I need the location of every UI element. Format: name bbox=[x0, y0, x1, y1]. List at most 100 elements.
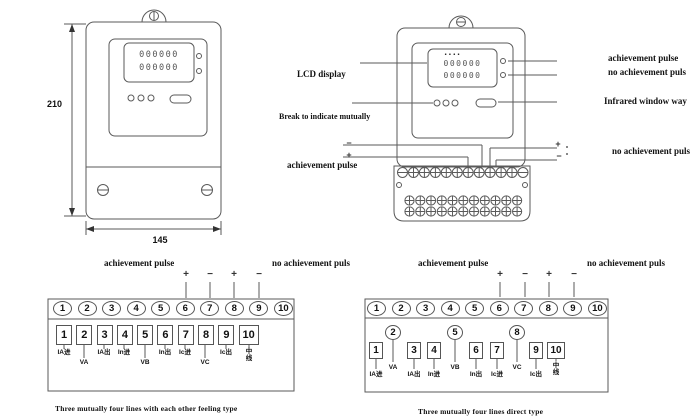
lcd-dots: •••• bbox=[444, 52, 462, 58]
label-achievement-pulse: achievement pulse bbox=[104, 258, 175, 268]
pin-number: 3 bbox=[96, 325, 113, 345]
pin-label: In进 bbox=[117, 349, 131, 356]
pin-number: 8 bbox=[198, 325, 215, 345]
plus-mark: + bbox=[546, 269, 552, 280]
terminal-number: 9 bbox=[249, 301, 269, 316]
terminal-number: 2 bbox=[391, 301, 411, 316]
front-panel bbox=[109, 39, 207, 136]
minus-mark: − bbox=[571, 269, 577, 280]
pin-circle-5: 5 bbox=[447, 325, 463, 340]
terminal-number: 1 bbox=[367, 301, 386, 316]
pin-label: Ic进 bbox=[179, 349, 191, 356]
label-achievement-pulse-led: achievement pulse bbox=[608, 53, 679, 63]
pin-label: VB bbox=[450, 364, 460, 371]
button-icons bbox=[434, 100, 458, 106]
cover-screw-icons bbox=[98, 185, 213, 196]
terminal-number: 7 bbox=[200, 301, 220, 316]
pin-square-9: 9 bbox=[529, 342, 543, 359]
label-break-indicate: Break to indicate mutually bbox=[279, 112, 371, 121]
terminal-number: 8 bbox=[538, 301, 558, 316]
label-no-achievement: no achievement puls bbox=[587, 258, 666, 268]
wire-plus-mark: + bbox=[555, 139, 561, 149]
pin-square-6: 6 bbox=[469, 342, 483, 359]
front-panel bbox=[412, 43, 513, 138]
infrared-window-icon bbox=[476, 99, 496, 107]
wire-plus-mark: + bbox=[346, 150, 352, 160]
pin-number: 9 bbox=[218, 325, 235, 345]
terminal-number: 1 bbox=[53, 301, 72, 316]
terminal-number: 10 bbox=[587, 301, 607, 316]
terminal-number: 10 bbox=[273, 301, 293, 316]
pulse-led-icons bbox=[197, 54, 202, 74]
pin-label: In进 bbox=[427, 371, 441, 378]
label-achievement-pulse: achievement pulse bbox=[418, 258, 489, 268]
terminal-number: 4 bbox=[126, 301, 146, 316]
wire-minus-mark: − bbox=[346, 138, 352, 148]
label-infrared-window: Infrared window way bbox=[604, 96, 687, 106]
terminal-number: 6 bbox=[175, 301, 195, 316]
pin-square-1: 1 bbox=[369, 342, 383, 359]
pin-label: Ic出 bbox=[220, 349, 232, 356]
wiring-box-right bbox=[365, 282, 608, 392]
button-icons bbox=[128, 95, 154, 101]
pin-connectors bbox=[64, 345, 249, 358]
pin-label: Ic出 bbox=[530, 371, 542, 378]
pin-number: 1 bbox=[56, 325, 72, 345]
terminal-number: 5 bbox=[465, 301, 485, 316]
width-dimension-label: 145 bbox=[152, 235, 168, 245]
wire-minus-mark: − bbox=[556, 151, 562, 161]
label-lcd-display: LCD display bbox=[297, 69, 346, 79]
pin-number: 5 bbox=[137, 325, 154, 345]
plus-mark: + bbox=[183, 269, 189, 280]
pin-circle-8: 8 bbox=[509, 325, 525, 340]
plus-mark: + bbox=[497, 269, 503, 280]
terminal-screw-rows bbox=[404, 195, 523, 217]
pin-label: VA bbox=[388, 364, 398, 371]
terminal-number: 2 bbox=[77, 301, 97, 316]
minus-mark: − bbox=[207, 269, 213, 280]
pulse-led-icons bbox=[501, 59, 506, 78]
terminal-number: 9 bbox=[563, 301, 583, 316]
dimension-lines bbox=[64, 24, 221, 235]
terminal-number: 3 bbox=[102, 301, 122, 316]
lcd-row: 000000 bbox=[443, 59, 482, 68]
meter-body bbox=[397, 28, 525, 167]
label-achievement-pulse: achievement pulse bbox=[287, 160, 358, 170]
lcd-row: 000000 bbox=[443, 71, 482, 80]
label-no-achievement-led: no achievement puls bbox=[608, 67, 687, 77]
minus-mark: − bbox=[256, 269, 262, 280]
pin-connectors bbox=[376, 340, 556, 369]
pin-label: VC bbox=[512, 364, 522, 371]
pin-label: VC bbox=[200, 359, 210, 366]
pin-label: VA bbox=[79, 359, 89, 366]
pin-label-neutral: 中 线 bbox=[245, 348, 253, 362]
height-dimension-label: 210 bbox=[46, 99, 62, 109]
terminal-number: 7 bbox=[514, 301, 534, 316]
label-no-achievement: no achievement puls bbox=[272, 258, 351, 268]
pin-number: 2 bbox=[76, 325, 93, 345]
pin-label: In出 bbox=[158, 349, 172, 356]
minus-mark: − bbox=[522, 269, 528, 280]
plus-mark: + bbox=[231, 269, 237, 280]
pin-label: In出 bbox=[469, 371, 483, 378]
pin-label: IA进 bbox=[369, 371, 383, 378]
label-no-achievement-bottom: no achievement puls bbox=[612, 146, 691, 156]
pin-label-neutral: 中 线 bbox=[552, 362, 560, 376]
terminal-number: 8 bbox=[224, 301, 244, 316]
infrared-window-icon bbox=[170, 95, 191, 103]
pin-number: 4 bbox=[116, 325, 133, 345]
pin-square-10: 10 bbox=[547, 342, 565, 359]
lcd-row: 000000 bbox=[139, 63, 179, 73]
terminal-number: 6 bbox=[489, 301, 509, 316]
pin-square-3: 3 bbox=[407, 342, 421, 359]
lcd-bezel bbox=[428, 49, 497, 87]
hanging-ear-icon bbox=[449, 16, 473, 28]
leader-lines bbox=[352, 61, 557, 103]
meter-front-drawing bbox=[86, 10, 221, 219]
meter-back-drawing bbox=[343, 16, 568, 221]
terminal-number: 3 bbox=[416, 301, 436, 316]
